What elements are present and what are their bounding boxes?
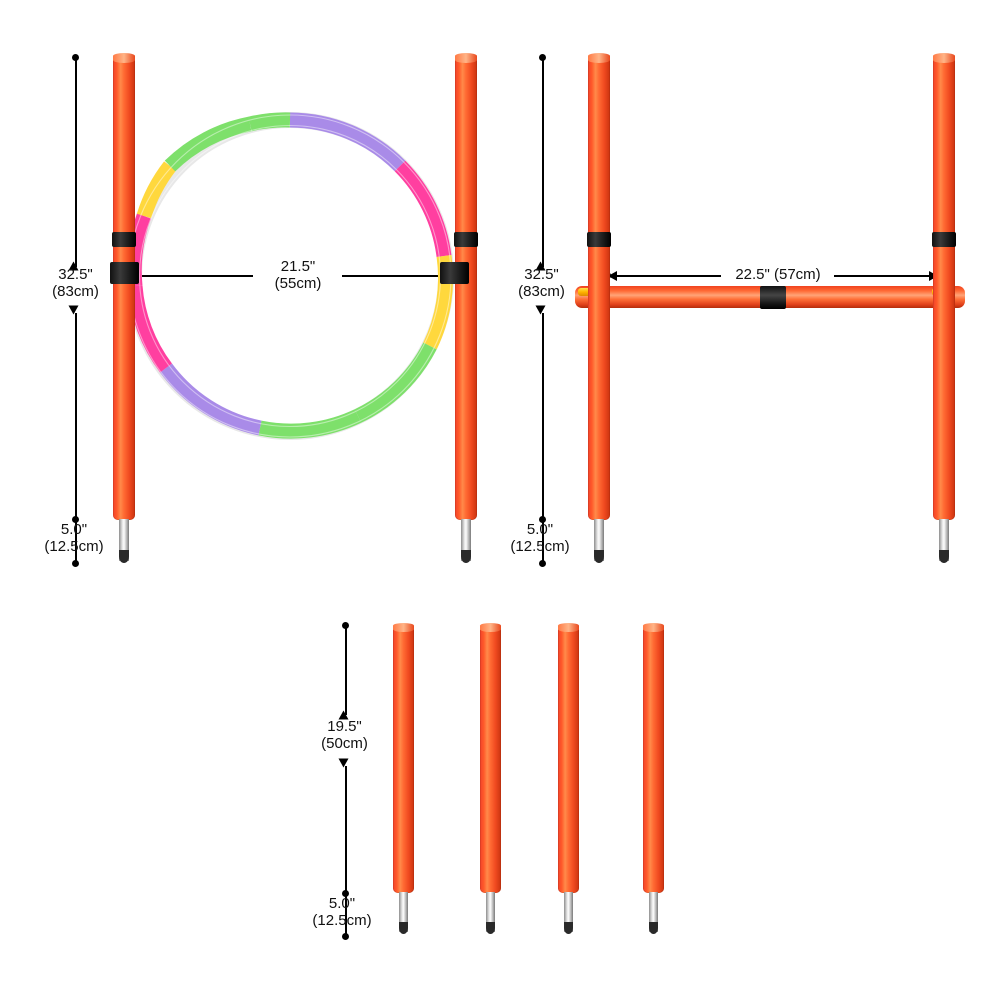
ground-spike [939,519,949,561]
left-upright-pole [588,55,610,520]
ground-spike [461,519,471,561]
spike-tip [119,550,129,563]
ground-spike [649,892,658,932]
weave-pole [558,625,579,893]
weave-poles-view: 19.5" (50cm) 5.0" (12.5cm) [0,600,1000,1000]
pole-cap [113,53,135,63]
crossbar-cuff [760,286,786,309]
spike-tip [486,922,495,934]
dim-arrow [608,271,617,281]
ground-spike [564,892,573,932]
pole-cap [455,53,477,63]
hoop-clamp [440,262,469,284]
dim-endpoint-dot [342,890,349,897]
spike-tip [564,922,573,934]
dimension-line-vertical [542,57,544,267]
dimension-line-vertical [345,625,347,715]
dimension-line-vertical [345,766,347,888]
pole-cuff [454,232,478,247]
pole-cap [588,53,610,63]
pole-spike-label: 5.0" (12.5cm) [312,895,372,929]
jump-width-label: 22.5" (57cm) [735,266,821,283]
dimension-line-vertical [75,313,77,515]
hoop-clamp [110,262,139,284]
dim-arrow [338,758,349,768]
pole-cap [558,623,579,632]
dimension-line-horizontal [342,275,452,277]
dimension-line-vertical [542,521,544,563]
hoop-jump-front-view: 32.5" (83cm) 5.0" (12.5cm) 21.5" (55cm) [0,0,500,600]
pole-cap [393,623,414,632]
hoop-height-label: 32.5" (83cm) [52,266,99,300]
pole-cap [480,623,501,632]
dim-endpoint-dot [72,560,79,567]
ground-spike [119,519,129,561]
ground-spike [399,892,408,932]
dimension-line-horizontal [834,275,934,277]
weave-pole [480,625,501,893]
pole-cuff [932,232,956,247]
dimension-line-vertical [75,521,77,563]
weave-pole [393,625,414,893]
hoop-spike-label: 5.0" (12.5cm) [44,521,104,555]
dim-arrow [535,305,546,315]
dim-arrow [68,305,79,315]
dimension-line-horizontal [140,275,253,277]
spike-tip [939,550,949,563]
pole-cap [643,623,664,632]
pole-height-label: 19.5" (50cm) [321,718,368,752]
hoop-width-label: 21.5" (55cm) [274,258,322,292]
pole-cuff [587,232,611,247]
jump-spike-label: 5.0" (12.5cm) [510,521,570,555]
spike-tip [649,922,658,934]
right-upright-pole [455,55,477,520]
high-jump-front-view: 32.5" (83cm) 5.0" (12.5cm) 22.5" (57cm) [500,0,1000,600]
left-upright-pole [113,55,135,520]
dim-endpoint-dot [539,560,546,567]
pole-cap [933,53,955,63]
ground-spike [594,519,604,561]
spike-tip [461,550,471,563]
agility-hoop [126,112,454,440]
pole-cuff [112,232,136,247]
dim-endpoint-dot [342,933,349,940]
dimension-line-horizontal [615,275,721,277]
jump-height-label: 32.5" (83cm) [518,266,565,300]
dim-endpoint-dot [72,516,79,523]
weave-pole [643,625,664,893]
dimension-line-vertical [345,895,347,935]
dimension-line-vertical [542,313,544,515]
spike-tip [594,550,604,563]
spike-tip [399,922,408,934]
dim-endpoint-dot [539,516,546,523]
dimension-line-vertical [75,57,77,267]
ground-spike [486,892,495,932]
right-upright-pole [933,55,955,520]
